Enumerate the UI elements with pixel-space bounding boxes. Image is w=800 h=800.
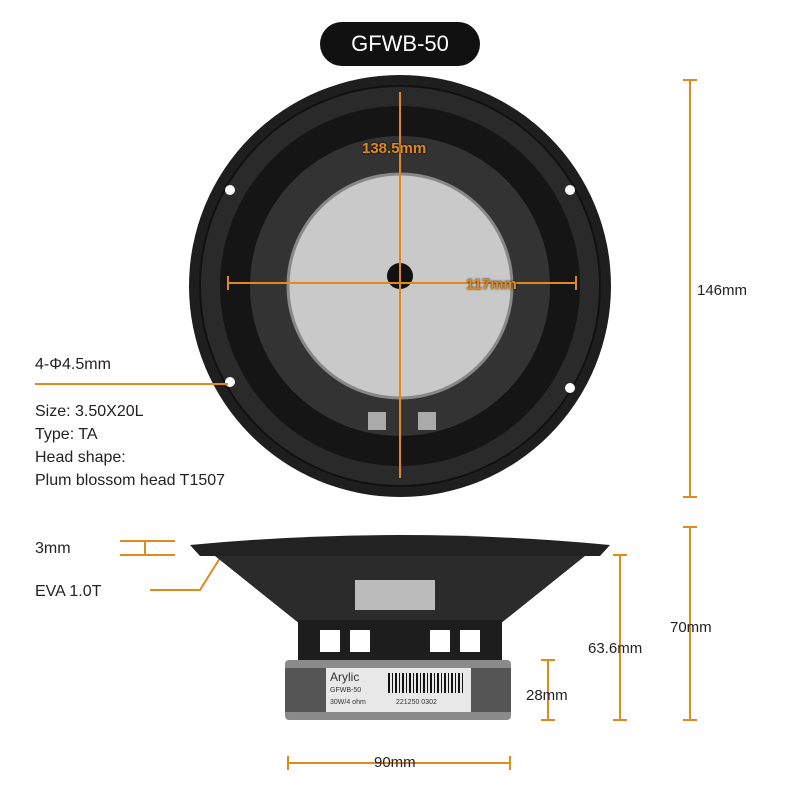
spec-size: Size: 3.50X20L — [35, 403, 144, 420]
sticker-brand: Arylic — [330, 670, 360, 684]
mount-hole — [225, 185, 235, 195]
flange-label: 3mm — [35, 540, 71, 557]
mount-hole — [565, 185, 575, 195]
total-depth-label: 70mm — [670, 619, 712, 636]
dimension-lines — [35, 79, 697, 770]
product-sticker: Arylic GFWB-50 30W/4 ohm 221250 0302 — [326, 668, 471, 712]
magnet-diameter-label: 90mm — [374, 754, 416, 771]
sticker-serial: 221250 0302 — [396, 699, 437, 706]
gasket-label: EVA 1.0T — [35, 583, 102, 600]
magnet-height-label: 28mm — [526, 687, 568, 704]
dustcap-label: 117mm — [466, 276, 517, 293]
product-title: GFWB-50 — [320, 22, 480, 66]
spec-type: Type: TA — [35, 426, 98, 443]
mount-hole — [565, 383, 575, 393]
barcode — [388, 673, 463, 693]
sticker-model: GFWB-50 — [330, 687, 362, 694]
speaker-top-view — [189, 75, 611, 497]
holes-label: 4-Φ4.5mm — [35, 356, 111, 373]
basket-depth-label: 63.6mm — [588, 640, 643, 657]
inner-diameter-label: 138.5mm — [362, 140, 427, 157]
mount-hole — [225, 377, 235, 387]
spec-head-value: Plum blossom head T1507 — [35, 472, 226, 489]
screw-spec: Size: 3.50X20L Type: TA Head shape: Plum… — [35, 400, 225, 492]
spec-head: Head shape: — [35, 449, 126, 466]
height-label: 146mm — [697, 282, 748, 299]
sticker-rating: 30W/4 ohm — [330, 699, 366, 706]
